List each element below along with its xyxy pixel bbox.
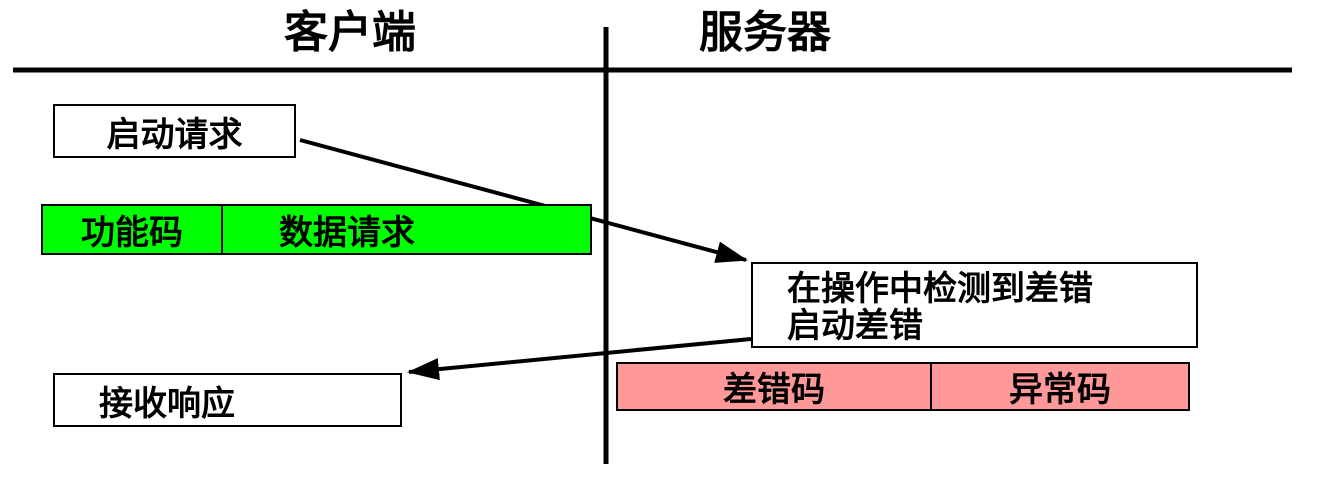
receive-response-label: 接收响应	[99, 385, 235, 423]
error-detect-box: 在操作中检测到差错 启动差错	[751, 262, 1198, 348]
error-detect-line2: 启动差错	[787, 308, 923, 345]
error-detect-line1: 在操作中检测到差错	[787, 271, 1093, 308]
server-header: 服务器	[699, 8, 831, 57]
function-code-cell: 功能码	[43, 206, 223, 253]
response-arrow	[407, 337, 752, 381]
request-frame: 功能码 数据请求	[41, 204, 592, 255]
request-arrow	[299, 138, 748, 263]
exception-code-cell: 异常码	[1009, 372, 1111, 409]
receive-response-box: 接收响应	[53, 373, 402, 427]
client-header: 客户端	[284, 8, 416, 57]
initiate-request-box: 启动请求	[53, 104, 296, 158]
data-request-cell: 数据请求	[279, 215, 415, 252]
error-code-cell: 差错码	[618, 364, 932, 409]
error-frame: 差错码 异常码	[616, 362, 1190, 411]
initiate-request-label: 启动请求	[106, 116, 243, 154]
